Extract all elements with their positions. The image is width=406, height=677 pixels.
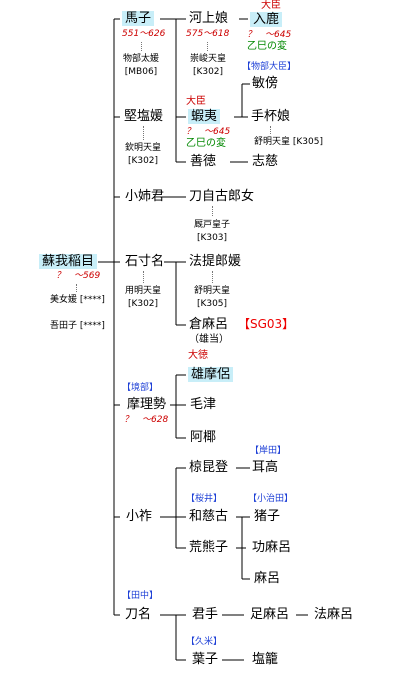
iwakuna-dots [143,271,144,283]
umako-spouse: 物部太媛 [MB06] [122,54,159,77]
kawakami-spouse: 崇峻天皇 [K302] [189,54,226,77]
tegi-dots [270,126,271,134]
kimite-name: 君手 [192,607,219,622]
kurabito-name: 椋昆登 [189,460,229,475]
hote-dots [212,271,213,283]
hote-spouse: 舒明天皇 [K305] [193,286,230,309]
iruka-note: 乙巳の変 [247,41,287,52]
komaro-name: 功麻呂 [252,540,292,555]
tegi-spouse: 舒明天皇 [K305] [254,137,323,147]
sakurai-clan: 【桜井】 [186,494,223,504]
sakaibe-dates: ？ ～628 [124,415,169,425]
kuramaro-name: 倉麻呂 [189,317,229,332]
oharida-clan: 【小治田】 [248,494,294,504]
root-name: 蘇我稲目 [39,254,98,269]
emishi-dates: ？ ～645 [186,127,231,137]
shiorai-name: 塩籠 [252,652,279,667]
araeko-name: 荒熊子 [189,540,229,555]
kuramaro-note: （雄当） [189,334,229,345]
iwakuna-spouse: 用明天皇 [K302] [124,286,161,309]
zentoku-name: 善徳 [190,154,217,169]
omaro-title: 大徳 [188,350,208,361]
ana-name: 阿椰 [190,430,217,445]
houmaro-name: 法麻呂 [314,607,354,622]
iwakuna-name: 石寸名 [125,254,165,269]
root-wife-1: 美女媛 [****] [50,295,105,305]
umako-name: 馬子 [122,11,155,26]
wajiko-name: 和慈古 [189,509,229,524]
iruka-dates: ？ ～645 [247,30,292,40]
ketsu-name: 毛津 [190,397,217,412]
binbu-name: 敏傍 [252,76,279,91]
emishi-name: 蝦夷 [188,109,221,124]
sakaibe-clan: 【境部】 [122,383,159,393]
kawakami-dates: 575～618 [186,29,230,39]
mitaka-name: 耳高 [252,460,279,475]
sakaibe-name: 摩理勢 [127,397,167,412]
root-dates: ？ ～569 [56,271,101,281]
haiko-name: 葉子 [192,652,219,667]
root-dots [76,284,77,292]
tanaka-clan: 【田中】 [122,591,159,601]
iruka-title: 大臣 [261,0,281,11]
umako-dots [141,42,142,51]
ohase-name: 小祚 [126,509,153,524]
oane-name: 小姉君 [125,189,165,204]
tojiko-dots [212,206,213,216]
adamaro-name: 足麻呂 [250,607,290,622]
umako-dates: 551～626 [122,29,166,39]
emishi-title: 大臣 [186,96,206,107]
tona-name: 刀名 [125,607,152,622]
inoko-name: 猪子 [254,509,281,524]
kitashi-spouse: 欽明天皇 [K302] [124,143,161,166]
kitashi-name: 堅塩媛 [124,109,164,124]
maro-name: 麻呂 [254,571,281,586]
emishi-note: 乙巳の変 [186,138,226,149]
iruka-name: 入鹿 [250,12,283,27]
kuramaro-code[interactable]: 【SG03】 [238,317,295,331]
kume-clan: 【久米】 [186,637,223,647]
kishida-clan: 【岸田】 [250,446,287,456]
kawakami-dots [207,42,208,51]
mononobe-title: 【物部大臣】 [242,62,297,72]
tegi-name: 手杯娘 [251,109,291,124]
shiji-name: 志慈 [252,154,279,169]
kawakami-name: 河上娘 [189,11,229,26]
hote-name: 法提郎媛 [189,254,242,269]
root-wife-2: 吾田子 [****] [50,321,105,331]
tojiko-name: 刀自古郎女 [189,189,255,204]
tojiko-spouse: 厩戸皇子 [K303] [193,220,230,243]
omaro-name: 雄摩侶 [188,367,234,382]
kitashi-dots [143,126,144,140]
